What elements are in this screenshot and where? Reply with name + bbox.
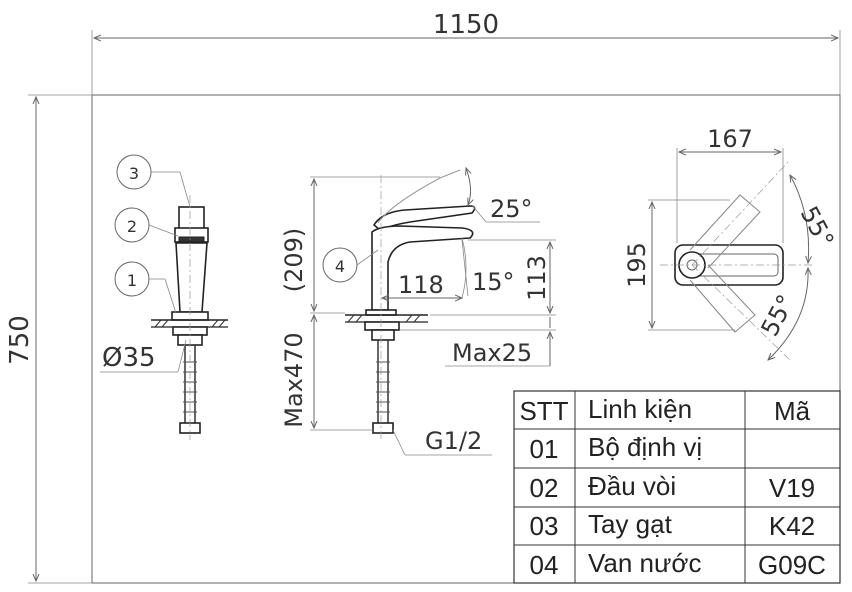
table-cell-part-1: Bộ định vị [588, 432, 702, 462]
table-cell-stt-1: 01 [530, 434, 559, 464]
top-depth-label: 195 [623, 242, 651, 288]
table-cell-part-3: Tay gạt [588, 509, 673, 539]
angle-25-label: 25° [490, 195, 533, 223]
max-470-label: Max470 [280, 332, 308, 427]
table-cell-code-4: G09C [758, 550, 826, 580]
height-209-label: (209) [280, 228, 308, 293]
table-cell-part-2: Đầu vòi [588, 471, 676, 501]
callout-3: 3 [129, 164, 139, 183]
max-25-label: Max25 [452, 339, 532, 367]
angle-15-label: 15° [472, 268, 515, 296]
table-cell-stt-3: 03 [530, 511, 559, 541]
parts-table: STT Linh kiện Mã 01 Bộ định vị 02 Đầu vò… [513, 390, 841, 584]
callout-1: 1 [127, 271, 137, 290]
table-header-part: Linh kiện [588, 394, 692, 424]
table-header-stt: STT [519, 396, 568, 426]
overall-height-dimension: 750 [5, 94, 92, 584]
table-cell-code-3: K42 [769, 511, 815, 541]
thread-label: G1/2 [425, 427, 482, 455]
front-view: 4 (209) Max470 25° 15° 118 113 Max2 [280, 168, 556, 456]
overall-width-label: 1150 [433, 10, 499, 40]
table-cell-part-4: Van nước [588, 548, 701, 578]
top-width-label: 167 [707, 125, 753, 153]
side-view: 3 2 1 Ø35 [100, 154, 228, 440]
overall-width-dimension: 1150 [91, 10, 841, 95]
table-cell-stt-4: 04 [530, 550, 559, 580]
angle-55-top-label: 55° [795, 202, 840, 253]
callout-4: 4 [335, 257, 345, 276]
callout-2: 2 [127, 217, 137, 236]
reach-118-label: 118 [398, 271, 444, 299]
diameter-label: Ø35 [102, 343, 156, 373]
drawing-frame [91, 94, 841, 584]
table-cell-stt-2: 02 [530, 473, 559, 503]
overall-height-label: 750 [5, 315, 35, 365]
height-113-label: 113 [523, 255, 551, 301]
table-cell-code-2: V19 [769, 473, 815, 503]
table-header-code: Mã [774, 396, 811, 426]
top-view: 167 195 55° 55° [623, 125, 839, 360]
